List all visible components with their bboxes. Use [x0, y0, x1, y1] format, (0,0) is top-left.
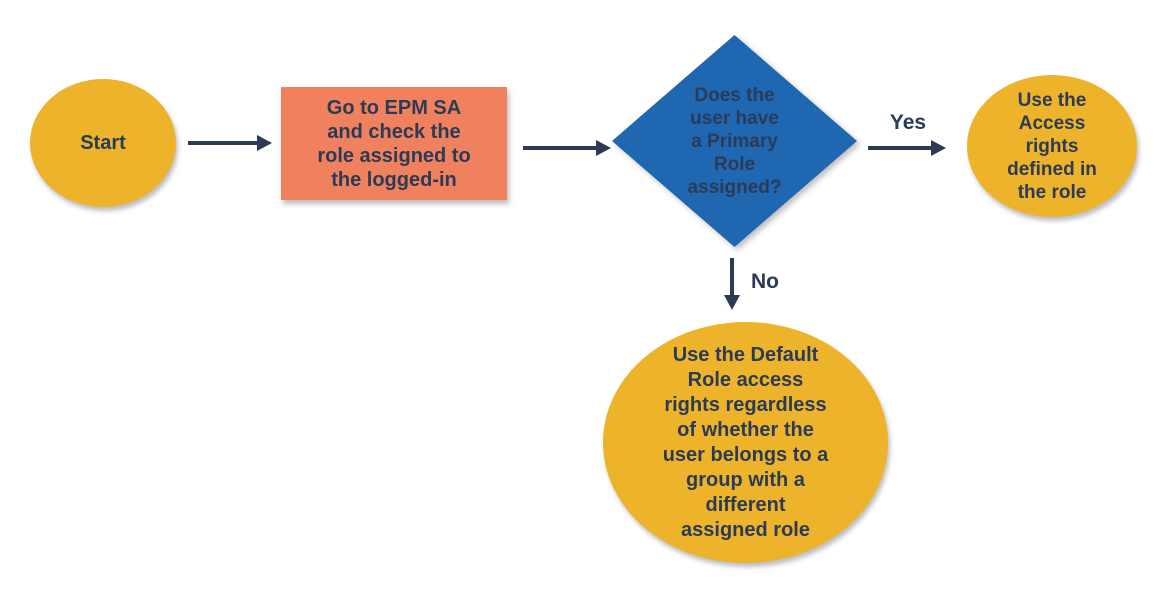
no-result-text-line: of whether the	[677, 418, 814, 441]
decision-node: Does the user have a Primary Role assign…	[612, 35, 857, 247]
yes-result-text-line: rights	[1025, 135, 1079, 157]
yes-result-text-line: Access	[1018, 112, 1086, 134]
yes-result-text-line: Use the	[1017, 89, 1087, 111]
arrow-shaft	[730, 258, 734, 295]
arrow-head-icon	[596, 140, 611, 156]
yes-result-node: Use the Access rights defined in the rol…	[967, 75, 1137, 217]
process-node: Go to EPM SA and check the role assigned…	[281, 87, 507, 200]
no-result-text-line: group with a	[686, 468, 805, 491]
decision-diamond-shape: Does the user have a Primary Role assign…	[612, 35, 857, 247]
no-result-node: Use the Default Role access rights regar…	[603, 322, 888, 563]
arrow-start-to-process	[188, 135, 272, 151]
no-result-text-line: Use the Default	[672, 343, 819, 366]
arrow-head-icon	[257, 135, 272, 151]
arrow-decision-to-yes-result	[868, 140, 946, 156]
arrow-shaft	[523, 146, 596, 150]
process-text-line: the logged-in	[331, 168, 457, 191]
no-result-text-line: assigned role	[681, 518, 810, 541]
arrow-process-to-decision	[523, 140, 611, 156]
arrow-shaft	[868, 146, 931, 150]
decision-text-line: a Primary	[691, 130, 778, 152]
process-text-line: Go to EPM SA	[326, 96, 462, 119]
process-text-line: role assigned to	[317, 144, 471, 167]
arrow-head-icon	[931, 140, 946, 156]
no-result-text-line: user belongs to a	[662, 443, 829, 466]
process-text-line: and check the	[327, 120, 461, 143]
no-result-text-line: Role access	[687, 368, 804, 391]
yes-edge-label: Yes	[889, 111, 927, 134]
arrow-head-icon	[724, 295, 740, 310]
yes-result-text-line: the role	[1017, 181, 1087, 203]
decision-text-line: user have	[690, 107, 779, 129]
no-result-text-line: different	[705, 493, 786, 516]
decision-text-line: Does the	[694, 84, 775, 106]
yes-result-text-line: defined in	[1007, 158, 1097, 180]
no-edge-label: No	[751, 270, 779, 293]
no-result-text-line: rights regardless	[664, 393, 827, 416]
decision-text-line: assigned?	[687, 176, 782, 198]
arrow-shaft	[188, 141, 257, 145]
arrow-decision-to-no-result	[724, 258, 740, 310]
start-node: Start	[30, 79, 176, 207]
start-label: Start	[80, 131, 126, 154]
decision-text-line: Role	[713, 153, 756, 175]
